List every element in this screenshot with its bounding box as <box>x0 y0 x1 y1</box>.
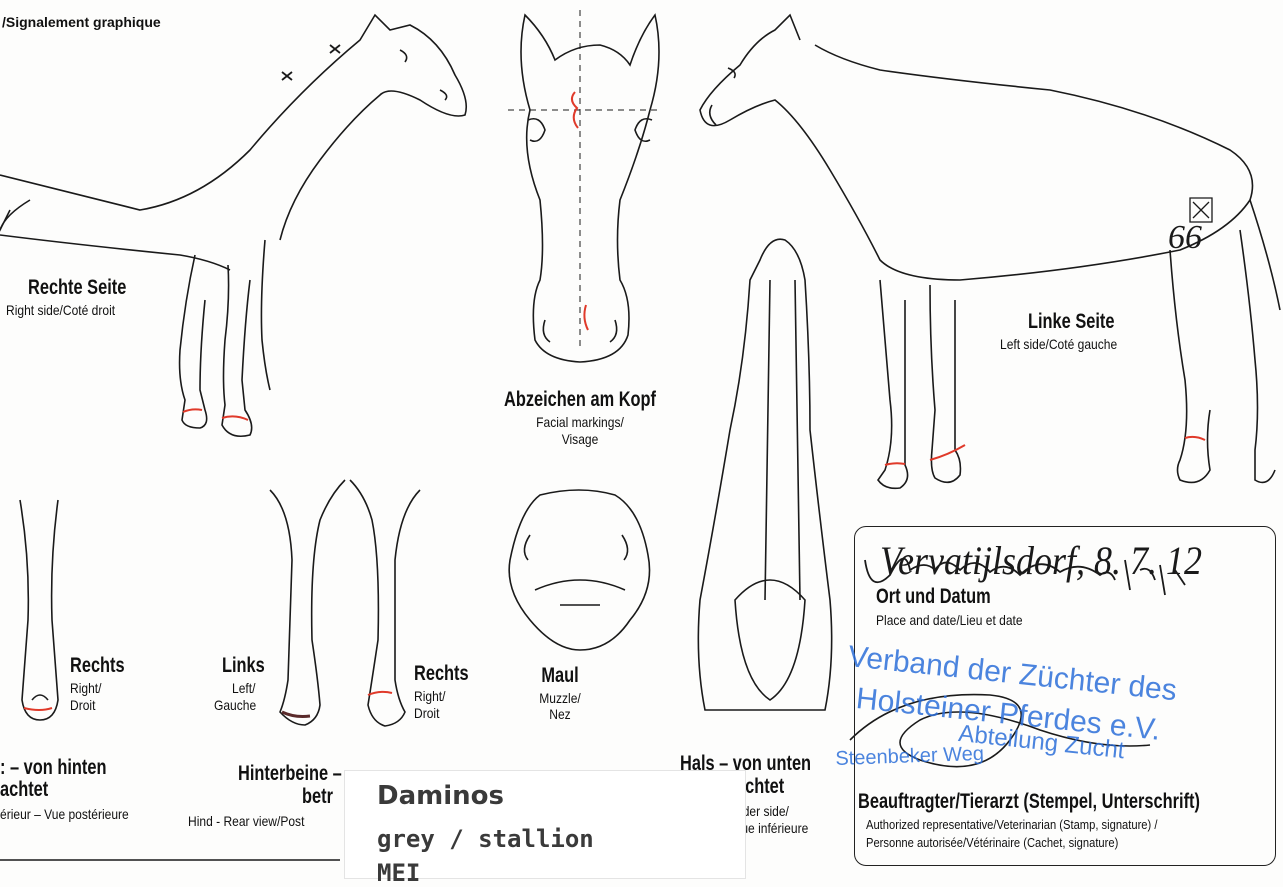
right-side-horse-drawing <box>0 15 466 436</box>
hind-caption-line-1: Hinterbeine – <box>238 762 342 786</box>
representative-subtitle-2: Personne autorisée/Vétérinaire (Cachet, … <box>866 836 1118 851</box>
neck-underside-drawing <box>698 239 831 710</box>
hind-left-title: Links <box>222 654 265 678</box>
horse-color-sex: grey / stallion <box>377 825 594 853</box>
front-caption-line-1: : – von hinten <box>0 756 106 780</box>
front-right-title: Rechts <box>70 654 125 678</box>
hind-right-title: Rechts <box>414 662 469 686</box>
place-date-handwriting: Vervatijlsdorf, 8. 7. 12 <box>880 538 1202 584</box>
muzzle-subtitle-1: Muzzle/ <box>517 690 603 706</box>
muzzle-drawing <box>509 490 649 650</box>
place-date-subtitle: Place and date/Lieu et date <box>876 612 1023 628</box>
front-caption-line-2: achtet <box>0 778 48 802</box>
representative-title: Beauftragter/Tierarzt (Stempel, Untersch… <box>858 790 1200 814</box>
place-date-title: Ort und Datum <box>876 585 991 609</box>
front-caption-line-3: érieur – Vue postérieure <box>0 806 129 822</box>
hind-left-sub-2: Gauche <box>214 697 256 713</box>
horse-code: MEI <box>377 859 420 887</box>
brand-number: 66 <box>1168 219 1202 256</box>
muzzle-subtitle-2: Nez <box>517 706 603 722</box>
horse-name: Daminos <box>377 781 504 811</box>
right-side-subtitle: Right side/Coté droit <box>6 302 115 318</box>
hind-caption-line-2: betr <box>302 785 333 809</box>
head-subtitle-2: Visage <box>494 431 666 447</box>
hind-left-sub-1: Left/ <box>232 680 255 696</box>
neck-caption-line-4: /ue inférieure <box>738 820 808 836</box>
head-title: Abzeichen am Kopf <box>486 388 673 412</box>
hind-right-sub-2: Droit <box>414 705 439 721</box>
name-sticker: Daminos grey / stallion MEI <box>344 770 746 879</box>
left-side-subtitle: Left side/Coté gauche <box>1000 336 1117 352</box>
hind-legs-rear-view-drawing <box>270 480 420 726</box>
hind-right-sub-1: Right/ <box>414 688 445 704</box>
front-right-sub-1: Right/ <box>70 680 101 696</box>
representative-subtitle-1: Authorized representative/Veterinarian (… <box>866 818 1157 833</box>
page-header: /Signalement graphique <box>2 14 161 30</box>
hind-caption-line-3: Hind - Rear view/Post <box>188 813 304 829</box>
front-right-sub-2: Droit <box>70 697 95 713</box>
right-side-title: Rechte Seite <box>28 276 126 300</box>
muzzle-title: Maul <box>529 664 591 688</box>
head-subtitle-1: Facial markings/ <box>494 414 666 430</box>
front-legs-rear-view-drawing <box>20 500 58 720</box>
left-side-title: Linke Seite <box>1028 310 1114 334</box>
head-front-drawing <box>508 10 660 362</box>
